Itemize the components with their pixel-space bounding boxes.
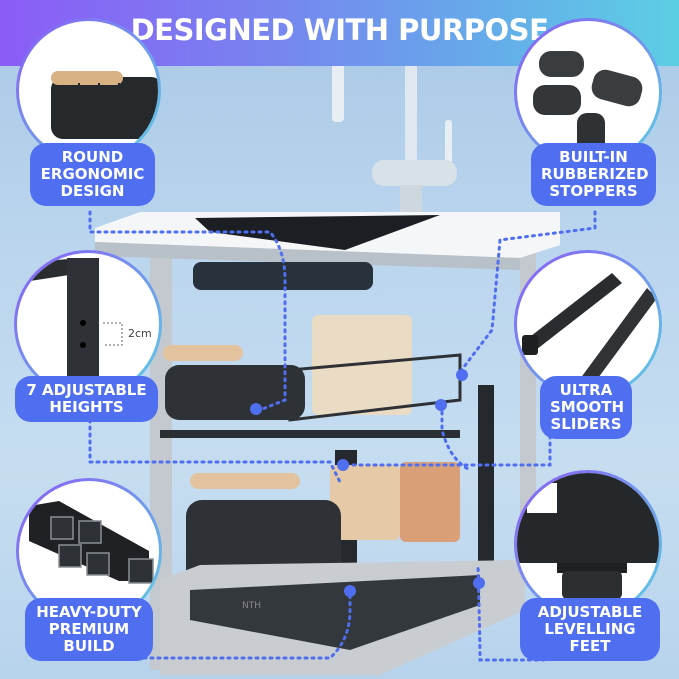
- callout-dot: [337, 459, 349, 471]
- page-title: DESIGNED WITH PURPOSE: [130, 13, 549, 47]
- basket-icon: [51, 71, 158, 139]
- levelling-foot-icon: [517, 473, 659, 599]
- height-post-icon: [17, 258, 123, 388]
- feature-circle-rubberized-stoppers: [514, 18, 662, 166]
- callout-dot: [473, 577, 485, 589]
- slider-rail-icon: [522, 273, 657, 393]
- callout-dot: [344, 585, 356, 597]
- faucet-icon: [332, 62, 457, 215]
- feature-circle-adjustable-heights: 2cm: [14, 250, 162, 398]
- feature-label-smooth-sliders: ULTRA SMOOTH SLIDERS: [540, 376, 632, 439]
- feature-label-adjustable-heights: 7 ADJUSTABLE HEIGHTS: [15, 376, 158, 422]
- feature-circle-smooth-sliders: [514, 250, 662, 398]
- callout-dot: [435, 399, 447, 411]
- callout-dot: [250, 403, 262, 415]
- brand-mark: NTH: [242, 601, 261, 611]
- measurement-label: 2cm: [128, 327, 152, 340]
- feature-circle-round-ergonomic: [16, 18, 161, 163]
- callout-dot: [456, 369, 468, 381]
- feature-label-rubberized-stoppers: BUILT-IN RUBBERIZED STOPPERS: [531, 143, 656, 206]
- feature-circle-levelling-feet: [514, 470, 662, 618]
- feature-circle-heavy-duty: [16, 478, 162, 624]
- feature-label-levelling-feet: ADJUSTABLE LEVELLING FEET: [520, 598, 660, 661]
- feature-label-round-ergonomic: ROUND ERGONOMIC DESIGN: [30, 143, 155, 206]
- steel-tube-icon: [29, 501, 154, 584]
- feature-label-heavy-duty: HEAVY-DUTY PREMIUM BUILD: [25, 598, 153, 661]
